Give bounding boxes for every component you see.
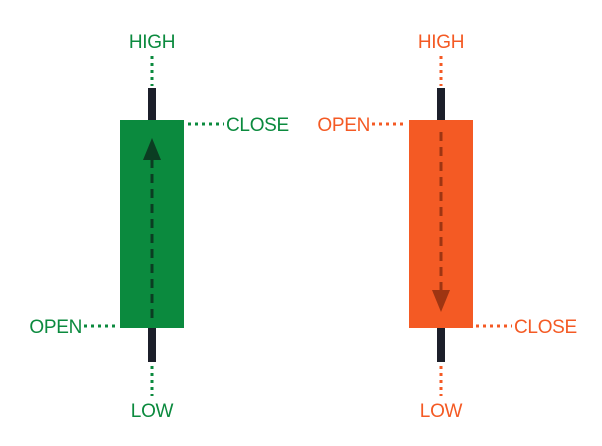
bearish-open-label: OPEN <box>317 115 370 136</box>
bearish-lower-wick <box>437 326 445 362</box>
bullish-direction-arrow-head <box>143 138 161 160</box>
bullish-low-label: LOW <box>131 401 174 422</box>
bullish-high-label: HIGH <box>129 32 175 53</box>
bullish-candle: HIGH CLOSE OPEN LOW <box>29 32 289 422</box>
bearish-high-label: HIGH <box>418 32 464 53</box>
bearish-upper-wick <box>437 88 445 122</box>
bullish-open-label: OPEN <box>29 317 82 338</box>
bullish-lower-wick <box>148 326 156 362</box>
bullish-close-label: CLOSE <box>226 115 289 136</box>
bearish-direction-arrow-head <box>432 290 450 312</box>
bearish-candle: HIGH OPEN CLOSE LOW <box>317 32 577 422</box>
bearish-close-label: CLOSE <box>514 317 577 338</box>
bearish-low-label: LOW <box>420 401 463 422</box>
bullish-upper-wick <box>148 88 156 122</box>
